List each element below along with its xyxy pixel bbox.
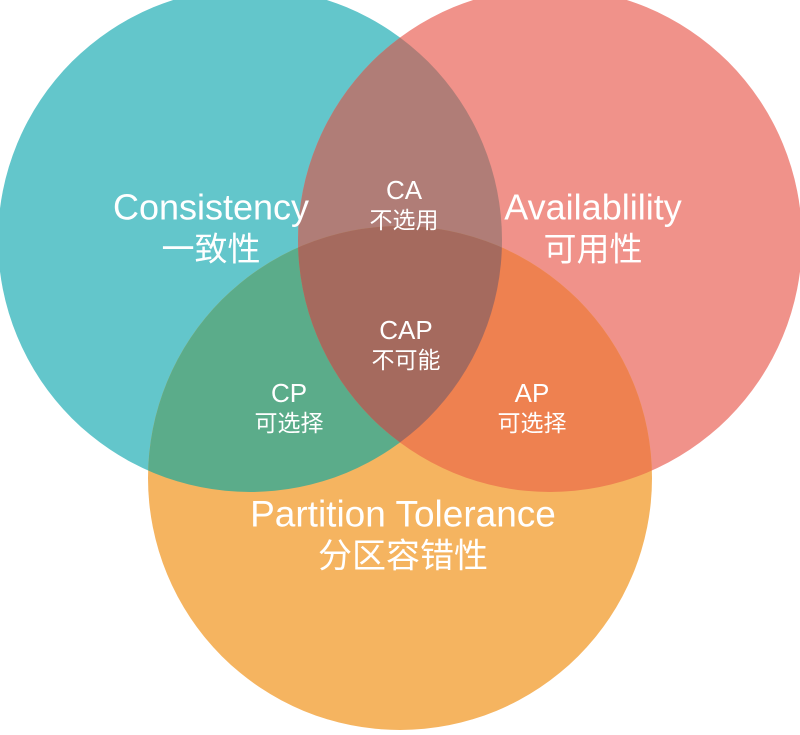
label-cp-overlap: CP 可选择: [255, 378, 324, 438]
ca-abbrev-text: CA: [385, 175, 423, 205]
consistency-zh-text: 一致性: [161, 230, 261, 268]
cp-note-text: 可选择: [254, 410, 324, 436]
label-partition-tolerance: Partition Tolerance 分区容错性: [250, 493, 556, 578]
consistency-en-text: Consistency: [112, 186, 310, 228]
availability-en-text: Availablility: [504, 186, 682, 228]
partition-en-text: Partition Tolerance: [250, 493, 556, 535]
partition-zh-text: 分区容错性: [318, 537, 488, 576]
ap-note-text: 可选择: [497, 410, 567, 436]
label-ap-overlap: AP 可选择: [498, 378, 567, 438]
ca-note-text: 不选用: [369, 207, 439, 233]
label-ca-overlap: CA 不选用: [370, 175, 439, 235]
label-availability: Availablility 可用性: [504, 187, 681, 270]
ap-abbrev-text: AP: [514, 378, 550, 408]
label-cap-overlap: CAP 不可能: [372, 315, 441, 375]
label-consistency: Consistency 一致性: [113, 187, 309, 270]
cap-note-text: 不可能: [371, 347, 441, 373]
cap-abbrev-text: CAP: [379, 315, 433, 345]
cp-abbrev-text: CP: [270, 378, 308, 408]
availability-zh-text: 可用性: [543, 230, 643, 268]
